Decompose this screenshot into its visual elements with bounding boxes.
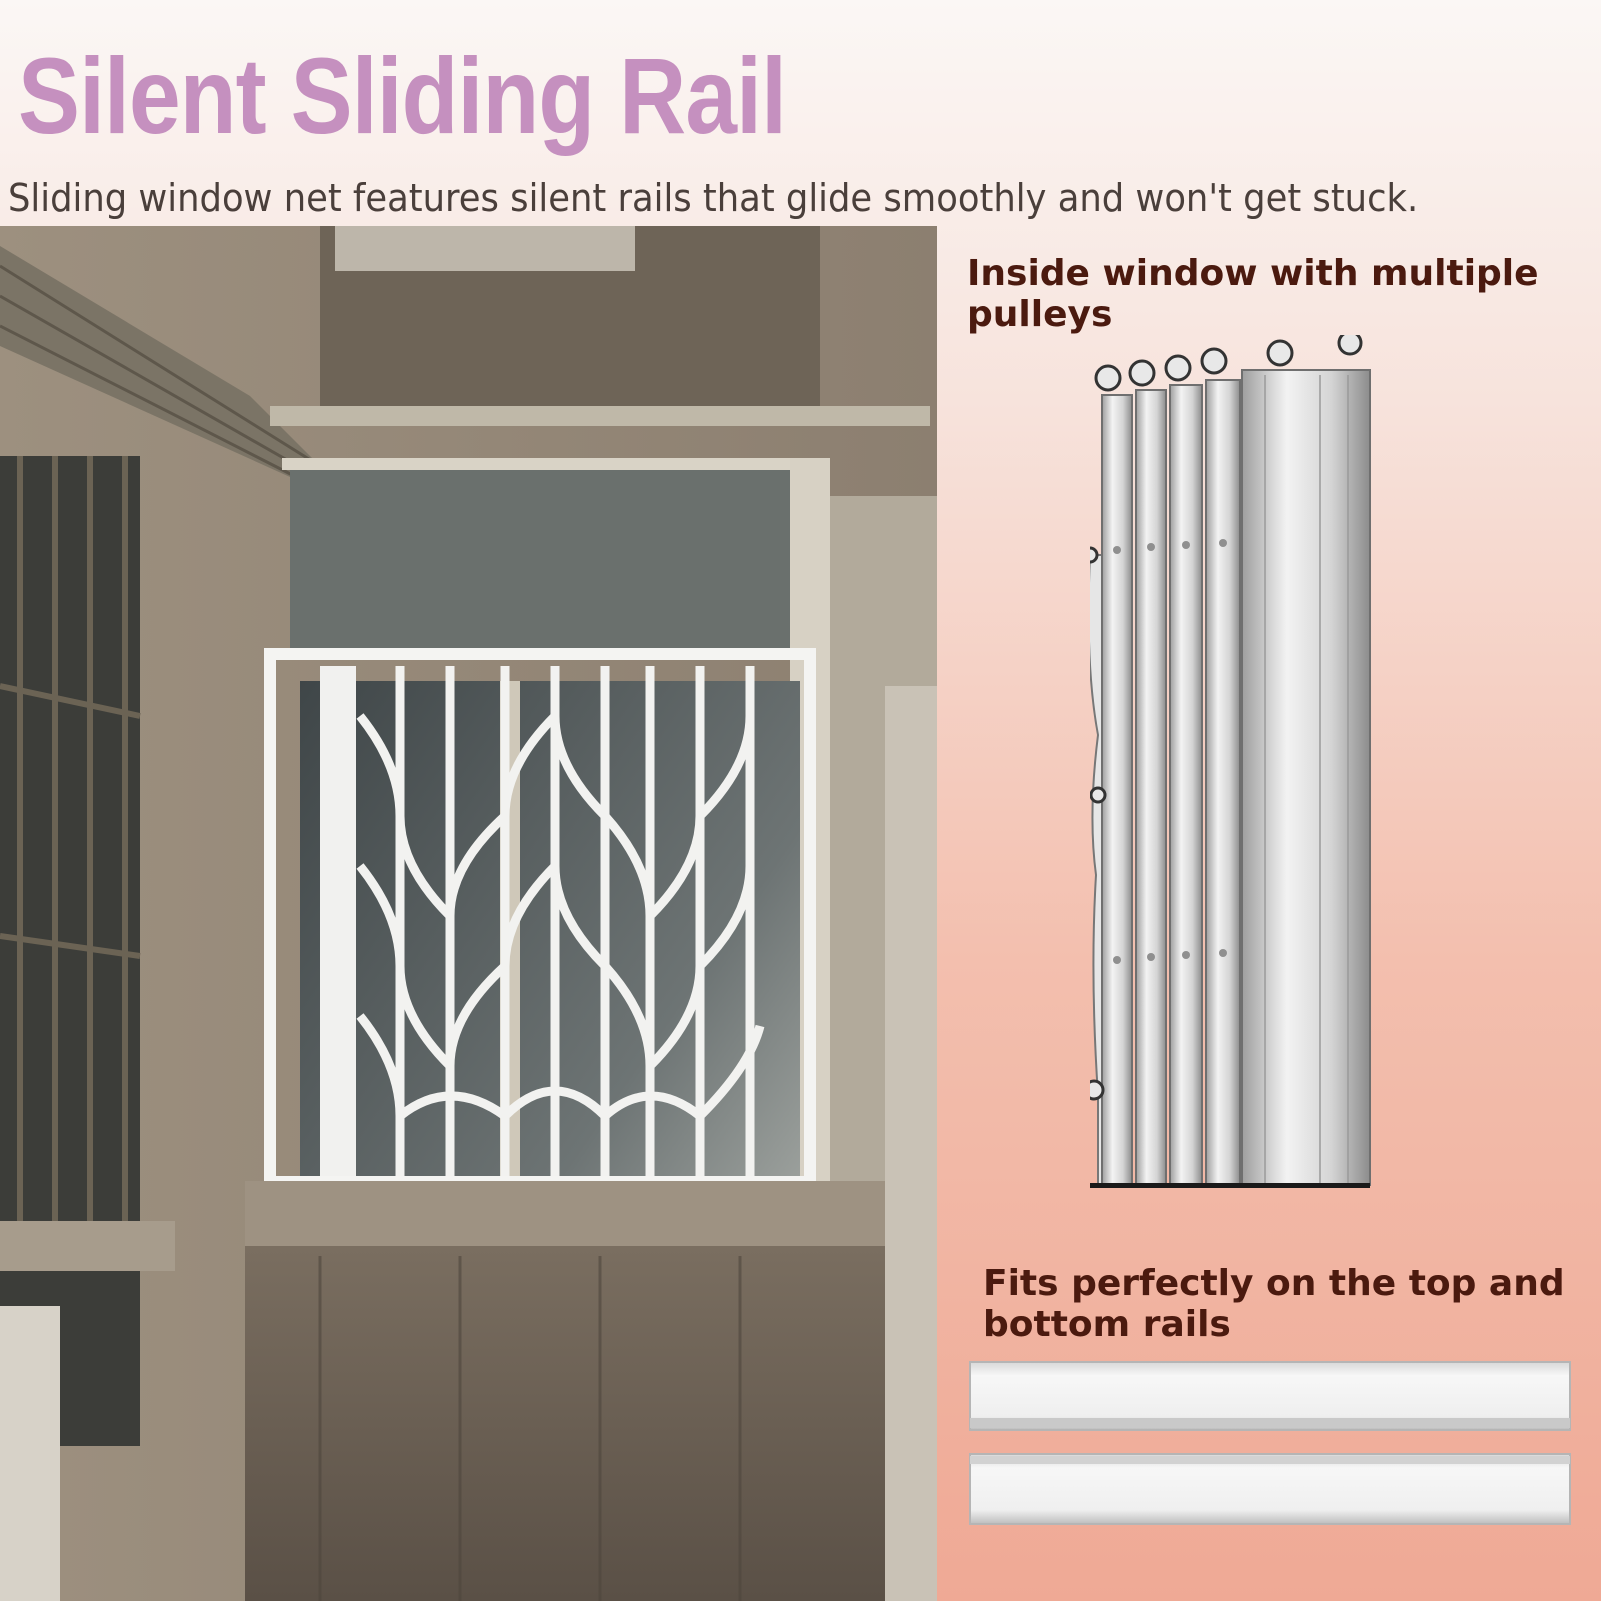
main-photo	[0, 226, 937, 1601]
rail-strips-image	[968, 1360, 1574, 1538]
pulleys-caption: Inside window with multiple pulleys	[967, 253, 1539, 335]
rail-pulleys-image	[1081, 330, 1410, 1215]
page-subtitle: Sliding window net features silent rails…	[8, 176, 1419, 220]
rails-caption: Fits perfectly on the top and bottom rai…	[983, 1263, 1565, 1345]
page-title: Silent Sliding Rail	[18, 35, 787, 156]
